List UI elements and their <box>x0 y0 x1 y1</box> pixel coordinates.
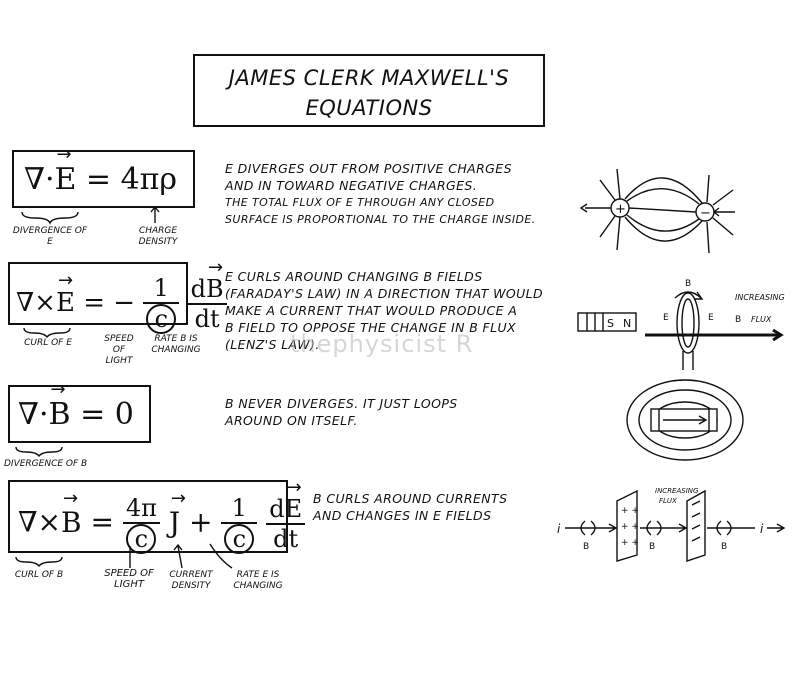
svg-text:+: + <box>615 202 626 217</box>
description-line: (LENZ'S LAW). <box>225 337 320 352</box>
description-line: E CURLS AROUND CHANGING B FIELDS <box>225 269 483 284</box>
description-line: AND CHANGES IN E FIELDS <box>313 508 492 523</box>
ampere-annotation-arrows <box>129 543 233 569</box>
label-charge-density: CHARGE DENSITY <box>138 226 178 247</box>
equation-box-gauss: ∇·E = 4πρ <box>12 144 195 208</box>
label-current-density: CURRENT DENSITY <box>169 570 213 591</box>
description-ampere: B CURLS AROUND CURRENTS AND CHANGES IN E… <box>313 490 507 524</box>
flux-label: FLUX <box>751 315 772 324</box>
magnet-s-label: S <box>607 317 614 330</box>
description-line: B CURLS AROUND CURRENTS <box>313 491 508 506</box>
flux-label-2: FLUX <box>659 497 677 505</box>
svg-text:+ +: + + <box>621 538 639 548</box>
svg-text:E: E <box>663 313 669 323</box>
svg-text:B: B <box>583 542 589 552</box>
equation-box-gauss-magnetism: ∇·B = 0 <box>8 379 151 443</box>
svg-text:−: − <box>700 206 711 221</box>
equation-gauss-magnetism: ∇·B = 0 <box>18 379 134 432</box>
title-line-2: EQUATIONS <box>305 96 433 120</box>
description-gauss-magnetism: B NEVER DIVERGES. IT JUST LOOPS AROUND O… <box>225 395 458 429</box>
label-divergence-of-b: DIVERGENCE OF B <box>4 459 88 469</box>
brace-ampere-curl <box>15 556 63 568</box>
label-speed-of-light-2: SPEED OF LIGHT <box>104 568 154 590</box>
description-line: B NEVER DIVERGES. IT JUST LOOPS <box>225 396 458 411</box>
brace-divergence-b <box>15 446 63 458</box>
capacitor-current-diagram: i B + + + + + + B INCREASING FLUX B i <box>557 487 786 562</box>
equation-gauss: ∇·E = 4πρ <box>24 144 177 197</box>
label-speed-of-light-1: SPEED OF LIGHT <box>104 334 134 366</box>
svg-text:+ +: + + <box>621 506 639 516</box>
watermark: thephysicist R <box>290 330 474 358</box>
magnet-loop-diagram: S N E E B INCREASING FLUX B <box>577 279 785 370</box>
description-line: (FARADAY'S LAW) IN A DIRECTION THAT WOUL… <box>225 286 544 301</box>
svg-text:+ +: + + <box>621 522 639 532</box>
description-line: B FIELD TO OPPOSE THE CHANGE IN B FLUX <box>225 320 517 335</box>
svg-text:B: B <box>721 542 727 552</box>
description-gauss: E DIVERGES OUT FROM POSITIVE CHARGES AND… <box>225 160 536 228</box>
equation-box-faraday: ∇×E = − 1c dBdt <box>8 257 227 334</box>
equation-ampere: ∇×B = 4πc J + 1c dEdt <box>18 477 306 554</box>
brace-gauss <box>21 211 79 225</box>
description-line: AND IN TOWARD NEGATIVE CHARGES. <box>225 178 478 193</box>
magnetic-loops-diagram <box>626 379 744 461</box>
arrow-charge-density <box>150 205 160 223</box>
description-line: THE TOTAL FLUX OF E THROUGH ANY CLOSED <box>225 196 495 209</box>
increasing-label-2: INCREASING <box>655 487 699 495</box>
magnet-n-label: N <box>623 317 631 330</box>
current-i-left: i <box>557 522 561 536</box>
label-curl-of-b: CURL OF B <box>14 570 64 580</box>
label-rate-e-changing: RATE E IS CHANGING <box>233 570 283 591</box>
svg-text:B: B <box>735 315 741 325</box>
label-curl-of-e: CURL OF E <box>24 338 72 348</box>
svg-text:B: B <box>685 279 691 289</box>
description-line: SURFACE IS PROPORTIONAL TO THE CHARGE IN… <box>225 213 536 226</box>
brace-faraday-curl <box>23 327 71 339</box>
equation-box-ampere: ∇×B = 4πc J + 1c dEdt <box>8 477 306 554</box>
label-divergence-of-e: DIVERGENCE OF E <box>12 226 88 247</box>
svg-text:E: E <box>708 313 714 323</box>
title-box: JAMES CLERK MAXWELL'S EQUATIONS <box>193 54 545 127</box>
svg-text:i: i <box>760 522 764 536</box>
equation-faraday: ∇×E = − 1c dBdt <box>16 257 227 334</box>
svg-text:B: B <box>649 542 655 552</box>
description-faraday: E CURLS AROUND CHANGING B FIELDS (FARADA… <box>225 268 543 353</box>
description-line: MAKE A CURRENT THAT WOULD PRODUCE A <box>225 303 518 318</box>
description-line: AROUND ON ITSELF. <box>225 413 358 428</box>
title-line-1: JAMES CLERK MAXWELL'S <box>228 66 510 90</box>
dipole-field-diagram: + − <box>579 168 735 254</box>
description-line: E DIVERGES OUT FROM POSITIVE CHARGES <box>225 161 512 176</box>
label-rate-b-changing: RATE B IS CHANGING <box>151 334 201 355</box>
increasing-label: INCREASING <box>735 293 785 302</box>
